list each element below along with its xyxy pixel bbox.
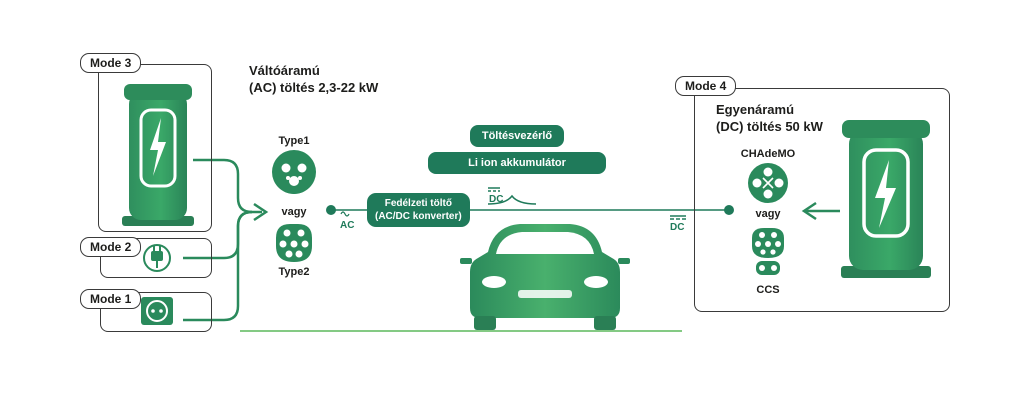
mode1-tag: Mode 1 <box>80 289 142 309</box>
ac-title-line1: Váltóáramú <box>249 63 320 78</box>
mode3-charging-station-icon <box>122 84 194 226</box>
dc-or-label: vagy <box>755 208 781 220</box>
onboard-charger-line1: Fedélzeti töltő <box>384 198 452 209</box>
charge-controller-box: Töltésvezérlő <box>470 125 564 147</box>
mode2-frame <box>100 238 212 278</box>
mode4-charging-station-icon <box>841 120 931 278</box>
mode4-tag: Mode 4 <box>675 76 737 96</box>
mode3-frame <box>98 64 212 232</box>
electric-car-icon <box>460 224 630 330</box>
ac-input-cables <box>183 158 269 322</box>
mode1-frame <box>100 292 212 332</box>
dc-title-line2: (DC) töltés 50 kW <box>716 119 823 134</box>
type2-connector-icon <box>276 224 312 262</box>
mode4-frame <box>694 88 950 312</box>
type1-label: Type1 <box>278 135 310 147</box>
onboard-charger-box: Fedélzeti töltő (AC/DC konverter) <box>367 193 470 227</box>
ac-title: Váltóáramú (AC) töltés 2,3-22 kW <box>249 62 378 96</box>
battery-box: Li ion akkumulátor <box>428 152 606 174</box>
ac-line <box>326 205 368 217</box>
dc-input-arrow <box>801 201 840 221</box>
dc-title-line1: Egyenáramú <box>716 102 795 117</box>
dc-title: Egyenáramú (DC) töltés 50 kW <box>716 101 823 135</box>
ac-current-label: AC <box>340 220 355 231</box>
ccs-connector-icon <box>752 228 784 275</box>
type1-connector-icon <box>272 150 316 194</box>
dc-junction <box>724 205 734 215</box>
dc-label-right: DC <box>670 222 685 233</box>
onboard-charger-line2: (AC/DC konverter) <box>375 211 462 222</box>
ac-or-label: vagy <box>281 206 307 218</box>
ccs-label: CCS <box>756 284 780 296</box>
chademo-label: CHAdeMO <box>740 148 796 160</box>
mode2-plug-icon <box>143 244 171 272</box>
dc-line <box>468 187 728 220</box>
mode1-socket-icon <box>141 297 173 325</box>
type2-label: Type2 <box>278 266 310 278</box>
chademo-connector-icon <box>748 163 788 203</box>
mode2-tag: Mode 2 <box>80 237 142 257</box>
dc-label-left: DC <box>489 194 504 205</box>
ac-title-line2: (AC) töltés 2,3-22 kW <box>249 80 379 95</box>
mode3-tag: Mode 3 <box>80 53 142 73</box>
